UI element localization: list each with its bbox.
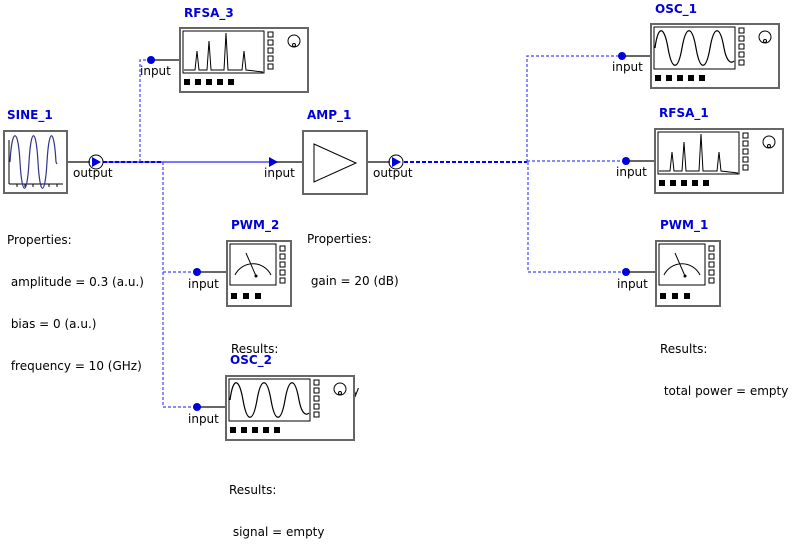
pwm1-block[interactable]: [655, 240, 721, 307]
osc2-block[interactable]: [225, 375, 355, 441]
sine1-properties-header: Properties:: [7, 233, 72, 247]
osc2-result-signal: signal = empty: [229, 525, 325, 539]
pwm2-input-port-icon[interactable]: [193, 268, 201, 276]
wires-layer: [67, 52, 655, 411]
sine1-property-bias: bias = 0 (a.u.): [7, 317, 97, 331]
sine1-properties: Properties: amplitude = 0.3 (a.u.) bias …: [7, 205, 144, 387]
wire-sine1-osc2[interactable]: [162, 272, 197, 408]
wire-amp1-pwm1[interactable]: [527, 162, 626, 273]
amp1-block[interactable]: [302, 130, 368, 195]
pwm1-results: Results: total power = empty: [660, 314, 788, 412]
rfsa1-input-label: input: [616, 165, 647, 179]
amplifier-triangle-icon: [313, 143, 358, 183]
rfsa1-block[interactable]: [654, 128, 784, 194]
sine1-output-label: output: [73, 166, 113, 180]
sine1-title: SINE_1: [7, 108, 53, 122]
osc2-title: OSC_2: [230, 353, 272, 367]
rfsa3-block[interactable]: [179, 27, 309, 93]
amp1-title: AMP_1: [307, 108, 352, 122]
rfsa1-input-port-icon[interactable]: [622, 157, 630, 165]
oscilloscope-icon: [653, 26, 772, 81]
amp1-input-port-icon[interactable]: [269, 157, 278, 167]
osc1-input-port-icon[interactable]: [618, 52, 626, 60]
sine-wave-icon: [8, 135, 63, 189]
wire-sine1-pwm2[interactable]: [162, 162, 197, 273]
rfsa3-input-port-icon[interactable]: [147, 56, 155, 64]
osc2-results: Results: signal = empty: [229, 455, 325, 553]
osc1-block[interactable]: [650, 23, 780, 89]
wire-sine1-rfsa3[interactable]: [139, 59, 151, 162]
spectrum-analyzer-icon: [182, 30, 301, 85]
pwm2-block[interactable]: [226, 240, 292, 307]
rfsa1-title: RFSA_1: [659, 106, 709, 120]
power-meter-icon: [229, 243, 286, 299]
rfsa3-input-label: input: [140, 64, 171, 78]
sine1-block[interactable]: [3, 130, 68, 194]
osc1-title: OSC_1: [655, 2, 697, 16]
pwm2-input-label: input: [188, 277, 219, 291]
pwm1-input-label: input: [617, 277, 648, 291]
amp1-input-label: input: [264, 166, 295, 180]
power-meter-icon: [658, 243, 715, 299]
osc2-results-header: Results:: [229, 483, 277, 497]
osc1-input-label: input: [612, 60, 643, 74]
pwm2-title: PWM_2: [231, 218, 280, 232]
amp1-properties-header: Properties:: [307, 232, 372, 246]
pwm1-input-port-icon[interactable]: [622, 268, 630, 276]
spectrum-analyzer-icon: [657, 131, 776, 186]
osc2-input-label: input: [188, 412, 219, 426]
amp1-output-label: output: [373, 166, 413, 180]
oscilloscope-icon: [228, 378, 347, 433]
amp1-output-port-icon[interactable]: [388, 154, 404, 170]
pwm1-result-total-power: total power = empty: [660, 384, 789, 398]
sine1-property-amplitude: amplitude = 0.3 (a.u.): [7, 275, 144, 289]
pwm2-results-header: Results:: [231, 342, 279, 356]
osc2-input-port-icon[interactable]: [193, 403, 201, 411]
amp1-properties: Properties: gain = 20 (dB): [307, 204, 399, 302]
pwm1-title: PWM_1: [660, 218, 709, 232]
sine1-output-port-icon[interactable]: [88, 154, 104, 170]
sine1-property-frequency: frequency = 10 (GHz): [7, 359, 142, 373]
wire-amp1-osc1[interactable]: [526, 55, 622, 162]
amp1-property-gain: gain = 20 (dB): [307, 274, 399, 288]
rfsa3-title: RFSA_3: [184, 6, 234, 20]
pwm1-results-header: Results:: [660, 342, 708, 356]
